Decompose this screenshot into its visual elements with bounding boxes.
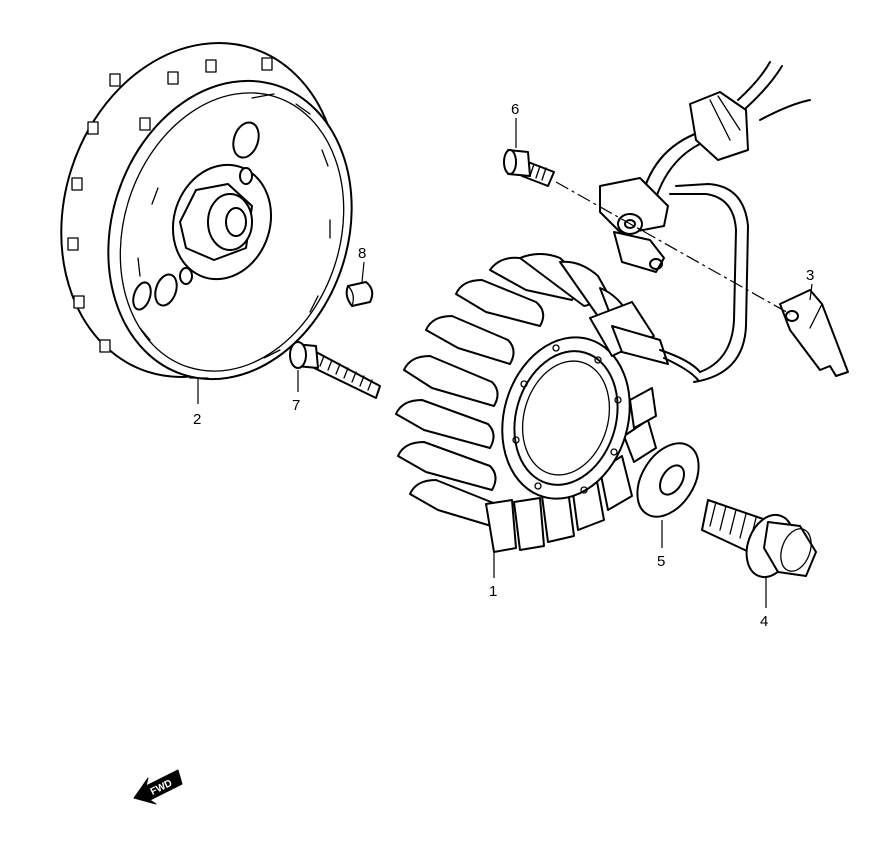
callout-1: 1: [489, 583, 497, 600]
callout-5: 5: [657, 553, 665, 570]
wire-harness: [599, 61, 811, 383]
flange-bolt: [701, 499, 817, 578]
rotor-flywheel: [60, 42, 353, 381]
long-bolt: [289, 341, 381, 399]
bracket-plate: [779, 289, 849, 377]
callout-7: 7: [292, 397, 300, 414]
stator-coil: [395, 253, 701, 553]
callout-8: 8: [358, 245, 366, 262]
arrow-left-down-icon: FWD: [133, 769, 183, 805]
assembly-center-line: [555, 181, 791, 315]
small-screw: [503, 149, 555, 187]
woodruff-key: [345, 281, 374, 307]
leader-lines: [197, 118, 813, 608]
callout-4: 4: [760, 613, 768, 630]
callout-6: 6: [511, 101, 519, 118]
washer: [636, 442, 700, 518]
callout-2: 2: [193, 411, 201, 428]
callout-3: 3: [806, 267, 814, 284]
